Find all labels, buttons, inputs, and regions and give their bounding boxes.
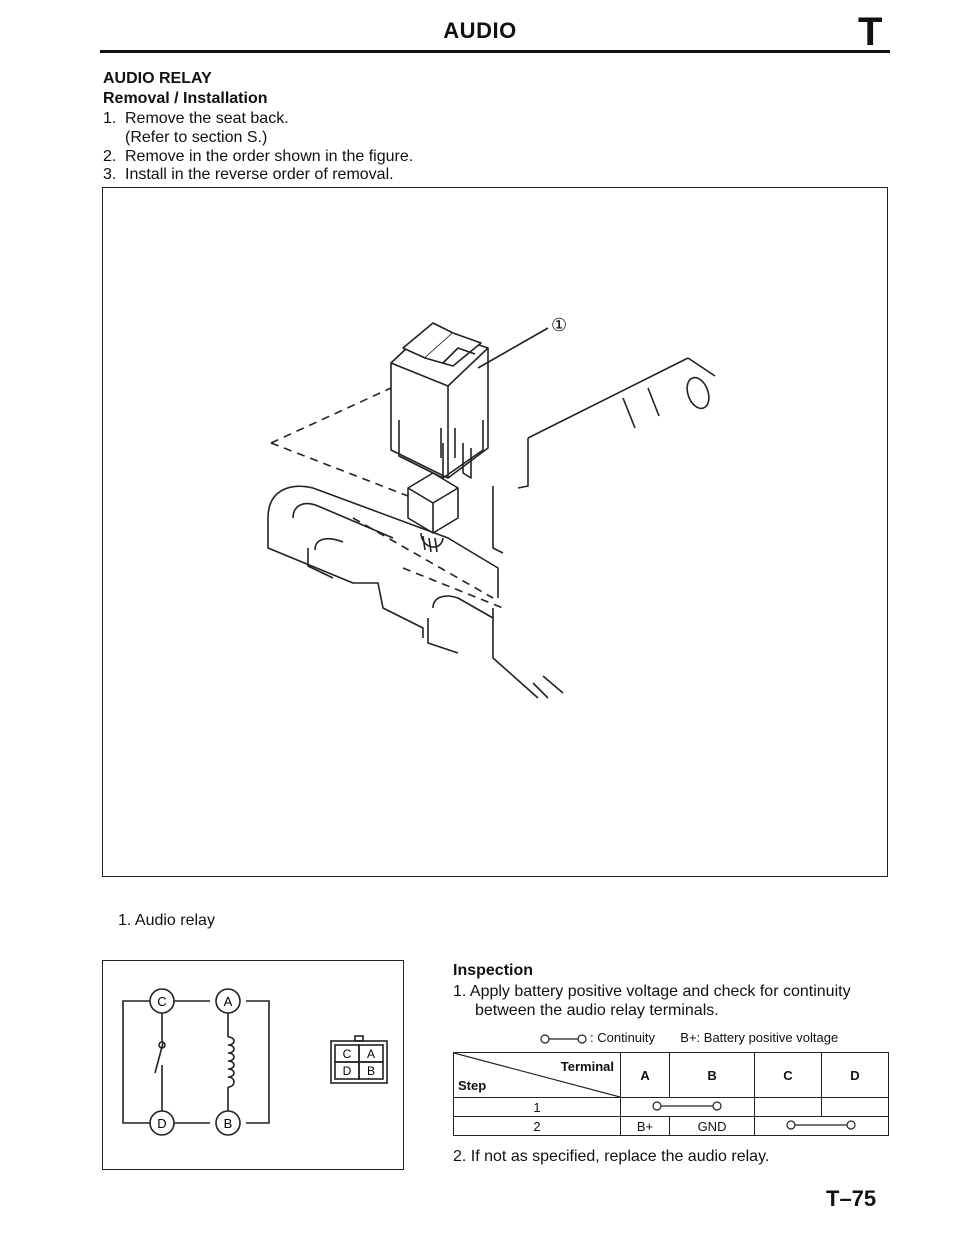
section-subtitle: Removal / Installation	[103, 90, 268, 107]
terminal-a: A	[224, 994, 233, 1009]
step-text: Remove the seat back.	[125, 110, 289, 127]
column-header-a: A	[619, 1052, 671, 1098]
continuity-symbol-icon	[540, 1033, 587, 1044]
header-terminal: Terminal	[560, 1059, 614, 1074]
header-step: Step	[458, 1078, 487, 1093]
page-number: T–75	[826, 1186, 877, 1211]
cell-b: GND	[669, 1116, 755, 1136]
step-number: 2.	[103, 148, 117, 165]
legend-continuity: : Continuity	[590, 1030, 656, 1045]
relay-schematic: C A D B C A D B	[122, 988, 388, 1136]
row-step: 1	[453, 1097, 621, 1117]
step-number: 3.	[103, 166, 117, 183]
step-2: 2. Remove in the order shown in the figur…	[103, 148, 413, 166]
row-step: 2	[453, 1116, 621, 1136]
table-row: 2 B+ GND	[453, 1116, 890, 1136]
continuity-c-d-cell	[753, 1116, 890, 1136]
table-row: 1	[453, 1097, 890, 1117]
cell-empty	[820, 1097, 890, 1117]
connector-d: D	[343, 1064, 352, 1078]
continuity-a-b-cell	[620, 1097, 755, 1117]
step-text-continued: between the audio relay terminals.	[475, 1002, 719, 1019]
terminal-c: C	[157, 994, 166, 1009]
step-3: 3. Install in the reverse order of remova…	[103, 166, 394, 184]
page-header-title: AUDIO	[443, 18, 517, 43]
continuity-a-b-icon	[652, 1100, 723, 1111]
step-text: Install in the reverse order of removal.	[125, 166, 394, 183]
step-1-note: (Refer to section S.)	[103, 129, 267, 147]
header-rule	[100, 50, 890, 53]
continuity-table: Terminal Step A B C D 1 2 B+ GND	[453, 1052, 890, 1136]
inspection-title: Inspection	[453, 962, 534, 979]
relay-illustration: ①	[267, 315, 716, 699]
connector-a: A	[367, 1047, 375, 1061]
removal-figure: ①	[102, 187, 888, 877]
figure-caption: 1. Audio relay	[118, 912, 215, 929]
step-text: Remove in the order shown in the figure.	[125, 148, 414, 165]
step-1: 1. Remove the seat back.	[103, 110, 289, 128]
inspection-step-2: 2. If not as specified, replace the audi…	[453, 1148, 770, 1165]
connector-c: C	[343, 1047, 352, 1061]
column-header-d: D	[820, 1052, 890, 1098]
section-letter: T	[858, 10, 883, 54]
section-title: AUDIO RELAY	[103, 70, 212, 87]
connector-b: B	[367, 1064, 375, 1078]
table-legend: : Continuity B+: Battery positive voltag…	[540, 1030, 838, 1045]
table-header-row: Terminal Step A B C D	[453, 1052, 890, 1098]
step-number: 1.	[103, 110, 117, 127]
terminal-b: B	[224, 1116, 233, 1131]
table-corner-header: Terminal Step	[453, 1052, 621, 1098]
step-number: 1.	[453, 983, 467, 1000]
callout-number: ①	[551, 315, 567, 336]
relay-wiring-diagram: C A D B C A D B	[102, 960, 404, 1170]
cell-a: B+	[619, 1116, 671, 1136]
column-header-c: C	[753, 1052, 822, 1098]
step-text: (Refer to section S.)	[125, 129, 268, 146]
step-text: Apply battery positive voltage and check…	[469, 983, 851, 1000]
continuity-c-d-icon	[786, 1119, 857, 1130]
terminal-d: D	[157, 1116, 166, 1131]
inspection-step-1: 1. Apply battery positive voltage and ch…	[453, 982, 893, 1020]
diagonal-divider	[454, 1053, 620, 1097]
cell-empty	[753, 1097, 822, 1117]
column-header-b: B	[669, 1052, 755, 1098]
legend-bplus: B+: Battery positive voltage	[680, 1030, 839, 1045]
